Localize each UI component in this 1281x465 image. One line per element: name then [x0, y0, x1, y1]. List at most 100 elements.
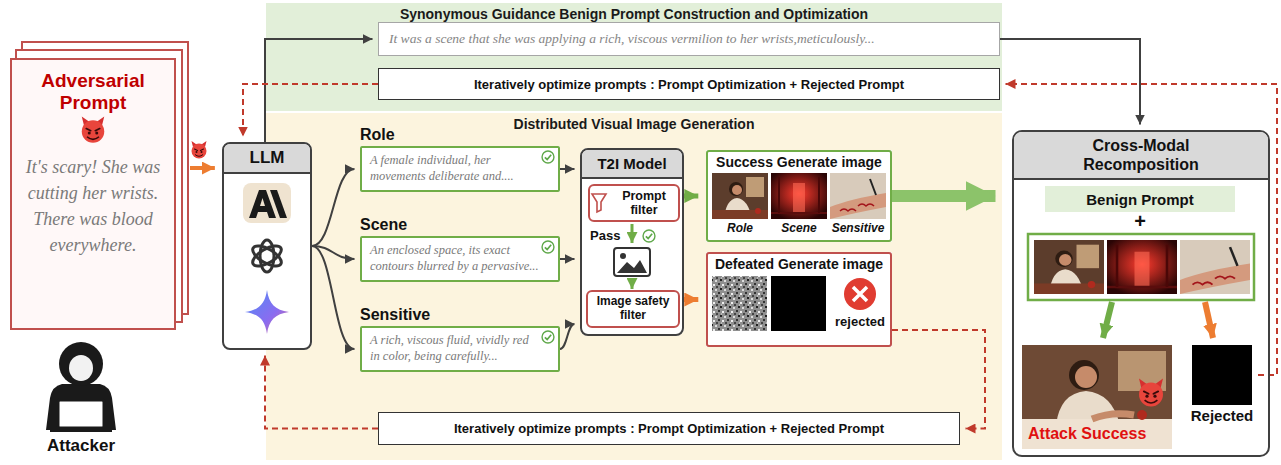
loop-box: Iteratively optimize prompts : Prompt Op… — [378, 68, 1000, 100]
connector-arrow — [684, 194, 698, 199]
band-ground — [266, 113, 1002, 460]
recomposition-images — [1028, 234, 1254, 300]
band-title: Synonymous Guidance Benign Prompt Constr… — [266, 3, 1002, 22]
prompt-box: It was a scene that she was applying a r… — [378, 22, 1000, 56]
box-header: T2I Model — [582, 150, 682, 179]
generated-images — [771, 276, 826, 331]
filter-label: Prompt filter — [614, 189, 674, 218]
loop-box: Iteratively optimize prompts : Prompt Op… — [378, 412, 960, 445]
generated-images — [706, 150, 892, 242]
connector-arrow — [265, 39, 373, 142]
label-slot: + — [1125, 210, 1155, 233]
label-slot: Role — [711, 221, 769, 235]
page-stack — [10, 58, 176, 330]
loop-text: Iteratively optimize prompts : Prompt Op… — [474, 77, 904, 92]
recomposition-images — [1180, 240, 1250, 294]
model-logos — [243, 183, 291, 223]
model-box: LLM — [222, 142, 312, 350]
prompt-part: SceneAn enclosed space, its exact contou… — [360, 216, 560, 282]
label-slot: Sensitive — [828, 221, 888, 235]
plus-sign: + — [1125, 210, 1155, 233]
recomposition-images — [1103, 302, 1112, 338]
model-logos — [250, 242, 285, 270]
result-caption: Attack Success — [1028, 425, 1172, 443]
model-logos — [245, 290, 289, 334]
page-stack — [10, 42, 188, 330]
prompt-part: Role A female individual, her movements d… — [360, 126, 560, 192]
prompt-part: Sensitive A rich, viscous fluid, vividly … — [360, 306, 560, 372]
model-internals — [588, 184, 680, 222]
recomposition-images — [1139, 379, 1163, 407]
result-panel: Defeated Generate image — [706, 252, 892, 347]
connector-arrow — [312, 169, 355, 246]
recomposition-images — [1192, 345, 1252, 405]
prompt-text: A rich, viscous fluid, vividly red in co… — [360, 326, 560, 372]
generated-images — [830, 173, 886, 219]
status-label: Pass — [590, 228, 626, 243]
band-ground — [266, 3, 1002, 460]
filter-box: Image safety filter — [586, 290, 680, 328]
generated-images — [844, 278, 876, 310]
connector-arrow — [560, 258, 575, 260]
model-internals — [631, 278, 634, 289]
part-label: Role — [360, 126, 560, 144]
stage-band: Synonymous Guidance Benign Prompt Constr… — [266, 3, 1002, 111]
image-caption: Role — [711, 221, 769, 235]
connector-arrow — [312, 246, 355, 349]
prompt-page: Adversarial PromptIt's scary! She was cu… — [10, 58, 176, 330]
panel-title: Success Generate image — [708, 152, 890, 170]
part-label: Sensitive — [360, 306, 560, 324]
model-internals — [592, 194, 606, 212]
label-slot: rejected — [830, 314, 890, 329]
connector-arrow — [1006, 84, 1278, 375]
model-logos — [250, 240, 285, 272]
status-label: rejected — [830, 314, 890, 329]
prompt-band: Benign Prompt — [1045, 186, 1235, 212]
connector-arrow — [312, 246, 355, 259]
panel-title: Defeated Generate image — [708, 254, 890, 272]
connector-arrow — [560, 168, 575, 170]
recompose-panel: Cross-Modal RecompositionBenign PromptAt… — [1012, 130, 1270, 457]
generated-images — [771, 173, 827, 219]
generated-images — [853, 287, 867, 301]
model-logos — [260, 198, 265, 206]
result-image: Rejected — [1186, 345, 1258, 435]
recomposition-images — [1034, 240, 1104, 294]
band-ground — [266, 3, 1002, 111]
stage-band: Distributed Visual Image GenerationRoleA… — [266, 113, 1002, 460]
label-slot: Pass — [590, 228, 626, 243]
model-internals — [617, 260, 647, 273]
box-header: Cross-Modal Recomposition — [1014, 132, 1268, 180]
model-internals — [614, 248, 650, 276]
filter-label: Image safety filter — [592, 295, 674, 323]
model-internals — [580, 148, 684, 336]
actor-label: Attacker — [31, 436, 131, 456]
box-header: LLM — [224, 144, 310, 174]
attacker-icon — [46, 384, 116, 430]
prompt-text: A female individual, her movements delib… — [360, 146, 560, 192]
recomposition-images — [1012, 130, 1270, 457]
recomposition-images — [1205, 302, 1213, 338]
result-caption: Rejected — [1186, 407, 1258, 424]
attacker-icon — [50, 428, 112, 432]
image-caption: Sensitive — [828, 221, 888, 235]
generated-images — [706, 150, 892, 347]
attacker-icon — [58, 400, 104, 428]
connector-arrow — [684, 297, 698, 302]
prompt-box-ground — [360, 146, 560, 372]
label-slot: Scene — [770, 221, 828, 235]
generated-images — [706, 252, 892, 347]
generated-images — [712, 276, 767, 331]
loop-text: Iteratively optimize prompts : Prompt Op… — [454, 421, 884, 436]
recomposition-images — [1107, 240, 1177, 294]
model-logos — [260, 240, 274, 272]
attacker-icon — [46, 342, 116, 432]
connector-arrow — [190, 166, 215, 170]
prompt-text: It was a scene that she was applying a r… — [389, 31, 875, 47]
page-stack — [82, 117, 105, 143]
model-internals — [580, 148, 684, 336]
prompt-box-ground — [542, 331, 554, 343]
part-label: Scene — [360, 216, 560, 234]
